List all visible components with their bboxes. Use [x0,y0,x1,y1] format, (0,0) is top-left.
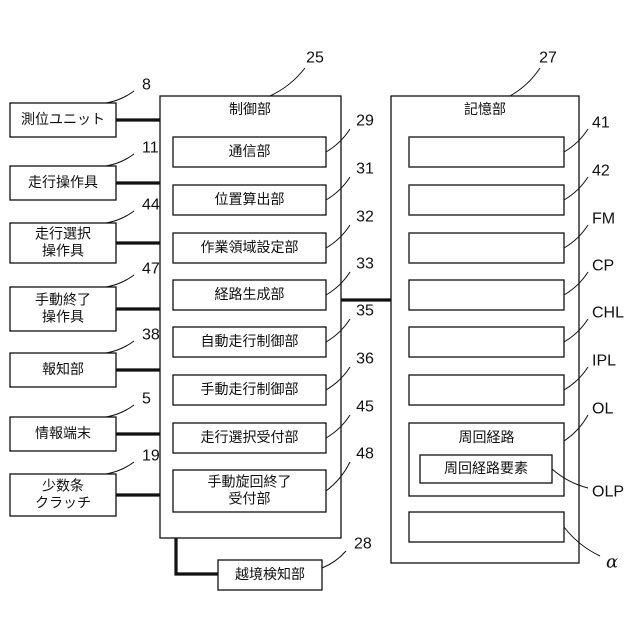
storage-block-ref-number: FM [592,211,615,228]
controller-title: 制御部 [229,102,271,118]
storage-block-ref-number: CP [592,258,614,275]
left-unit-label: 操作具 [42,310,84,326]
controller-block-ref-number: 31 [356,161,374,178]
controller-block-label: 作業領域設定部 [201,239,299,256]
controller-block-label: 手動旋回終了 [208,475,292,491]
detector-ref-leader [322,551,346,568]
storage-subblock-ref-number: OLP [592,484,624,501]
controller-block-ref-number: 45 [356,399,374,416]
controller-block-label: 受付部 [229,492,271,508]
left-unit-ref-leader [106,405,134,417]
storage-block-ref-number: 42 [592,163,610,180]
controller-ref-leader [270,68,305,96]
detector-connector [176,538,218,574]
left-unit-label: 操作具 [42,244,84,260]
left-unit-label: クラッチ [35,496,91,512]
detector-label: 越境検知部 [235,566,305,583]
left-unit-ref-number: 8 [142,77,151,94]
left-unit-ref-number: 47 [142,261,160,278]
left-unit-ref-leader [106,275,134,287]
storage-block [409,512,564,542]
storage-block [409,375,564,405]
controller-block-ref-number: 48 [356,446,374,463]
controller-block-ref-number: 33 [356,256,374,273]
storage-block-ref-number: CHL [592,305,624,322]
left-unit-label: 測位ユニット [21,112,105,128]
controller-block-ref-number: 32 [356,209,374,226]
left-unit-ref-leader [106,462,134,474]
controller-block-label: 手動走行制御部 [201,382,299,398]
left-unit-ref-number: 5 [142,391,151,408]
storage-block [409,233,564,263]
controller-block-label: 自動走行制御部 [201,334,299,350]
left-unit-ref-number: 44 [142,197,160,214]
controller-ref-number: 25 [306,50,324,67]
left-unit-label: 手動終了 [35,293,91,309]
storage-subblock-label: 周回経路要素 [444,461,528,477]
controller-block-ref-number: 35 [356,303,374,320]
left-unit-ref-number: 38 [142,327,160,344]
controller-block-label: 位置算出部 [215,192,285,208]
controller-block-label: 走行選択受付部 [201,430,299,446]
storage-block-label: 周回経路 [459,430,515,446]
detector-ref-number: 28 [354,536,372,553]
storage-block-ref-number: OL [592,401,613,418]
controller-block-label: 通信部 [229,144,271,160]
left-unit-label: 報知部 [42,361,84,378]
left-unit-label: 少数条 [42,478,84,495]
storage-block-ref-number: 41 [592,115,610,132]
left-unit-ref-number: 11 [142,140,159,157]
storage-block-ref-symbol: α [606,552,618,573]
controller-block-ref-number: 36 [356,351,374,368]
controller-block-ref-number: 29 [356,113,374,130]
storage-ref-leader [510,68,540,96]
left-unit-ref-number: 19 [142,448,160,465]
storage-block [409,280,564,310]
left-unit-ref-leader [106,211,134,223]
storage-block [409,327,564,357]
storage-ref-number: 27 [539,50,557,67]
storage-title: 記憶部 [464,101,506,118]
left-unit-ref-leader [106,154,134,166]
storage-block [409,137,564,167]
left-unit-ref-leader [106,341,134,353]
left-unit-label: 走行選択 [35,227,91,243]
storage-block [409,185,564,215]
storage-block-ref-number: IPL [592,353,616,370]
left-unit-label: 情報端末 [35,426,91,442]
left-unit-ref-leader [106,91,134,103]
controller-block-label: 経路生成部 [215,287,285,303]
left-unit-label: 走行操作具 [28,175,98,191]
